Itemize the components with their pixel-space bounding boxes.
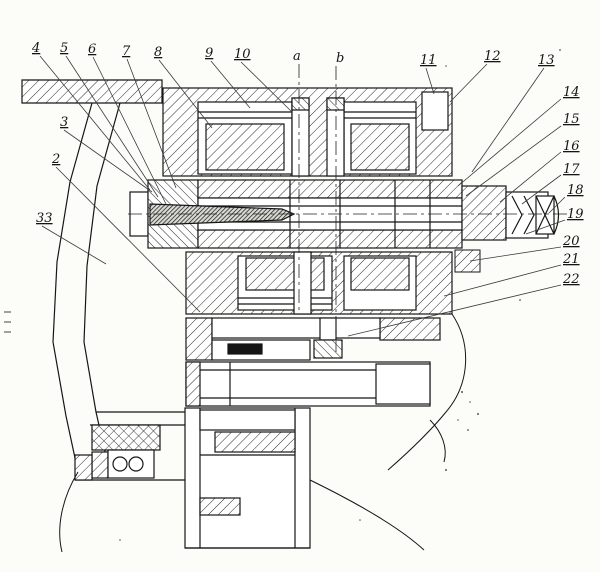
callout-33: 33 — [36, 211, 53, 226]
callout-11: 11 — [420, 53, 437, 68]
callout-6: 6 — [88, 42, 96, 57]
callout-21: 21 — [562, 252, 580, 267]
centerlines — [128, 64, 570, 352]
section-label-a: a — [293, 49, 301, 64]
upper-gear-block — [162, 87, 453, 177]
locking-bolt — [313, 339, 343, 359]
tapered-spindle-core — [149, 203, 296, 226]
callout-2: 2 — [51, 152, 60, 167]
callout-14: 14 — [563, 85, 580, 100]
callout-8: 8 — [154, 45, 162, 60]
callout-12: 12 — [484, 49, 501, 64]
ball-bearing — [112, 456, 128, 472]
callout-5: 5 — [60, 41, 68, 56]
right-casting-boundary — [387, 249, 481, 471]
callout-18: 18 — [567, 183, 584, 198]
callout-10: 10 — [234, 47, 251, 62]
callout-19: 19 — [567, 207, 584, 222]
callout-3: 3 — [60, 115, 68, 130]
key-block — [227, 343, 263, 355]
lower-shaft — [185, 361, 431, 407]
callout-20: 20 — [562, 234, 580, 249]
callout-4: 4 — [31, 41, 40, 56]
lower-left-bearing-unit — [74, 424, 161, 481]
callout-9: 9 — [205, 46, 213, 61]
leader-lines — [39, 55, 566, 337]
callout-17: 17 — [563, 162, 580, 177]
lower-gear-block — [185, 251, 453, 315]
scan-noise — [4, 49, 561, 541]
callout-16: 16 — [563, 139, 580, 154]
callout-13: 13 — [538, 53, 555, 68]
housing-left — [21, 79, 310, 481]
ball-bearing — [128, 456, 144, 472]
bottom-support — [184, 407, 311, 549]
right-bearing-sleeve — [461, 185, 507, 241]
intermediate-block — [185, 317, 441, 361]
section-label-b: b — [336, 51, 344, 66]
page-curves — [59, 471, 425, 553]
callout-15: 15 — [563, 112, 580, 127]
machine-section — [21, 79, 560, 553]
spindle-shaft — [129, 179, 560, 249]
callout-7: 7 — [122, 44, 131, 59]
callout-22: 22 — [562, 272, 580, 287]
